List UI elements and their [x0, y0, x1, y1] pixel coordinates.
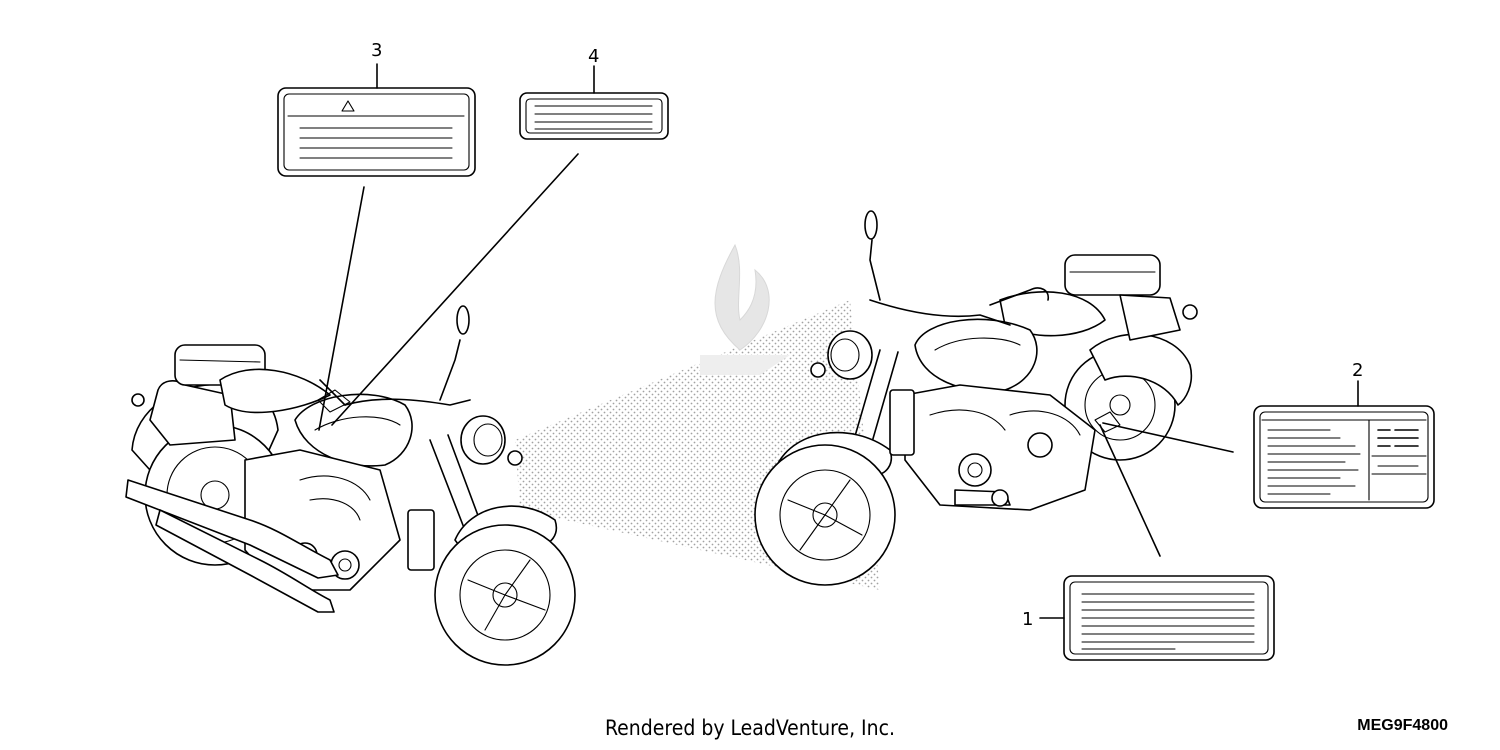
- leader-1: [1099, 424, 1161, 557]
- callout-4: 4: [588, 46, 599, 67]
- leader-4: [331, 153, 579, 426]
- footer-credit: Rendered by LeadVenture, Inc.: [605, 716, 895, 740]
- callout-3: 3: [371, 40, 382, 61]
- label-4: [519, 92, 669, 140]
- label-3: [277, 87, 476, 177]
- diagram-code: MEG9F4800: [1357, 717, 1448, 734]
- leader-2: [1102, 422, 1234, 453]
- callout-2: 2: [1352, 360, 1363, 381]
- callout-1: 1: [1022, 609, 1033, 630]
- leader-3: [318, 186, 365, 431]
- motorcycle-left: [125, 305, 576, 666]
- label-1: [1063, 575, 1275, 661]
- motorcycle-right: [754, 210, 1198, 586]
- label-2: [1253, 405, 1435, 509]
